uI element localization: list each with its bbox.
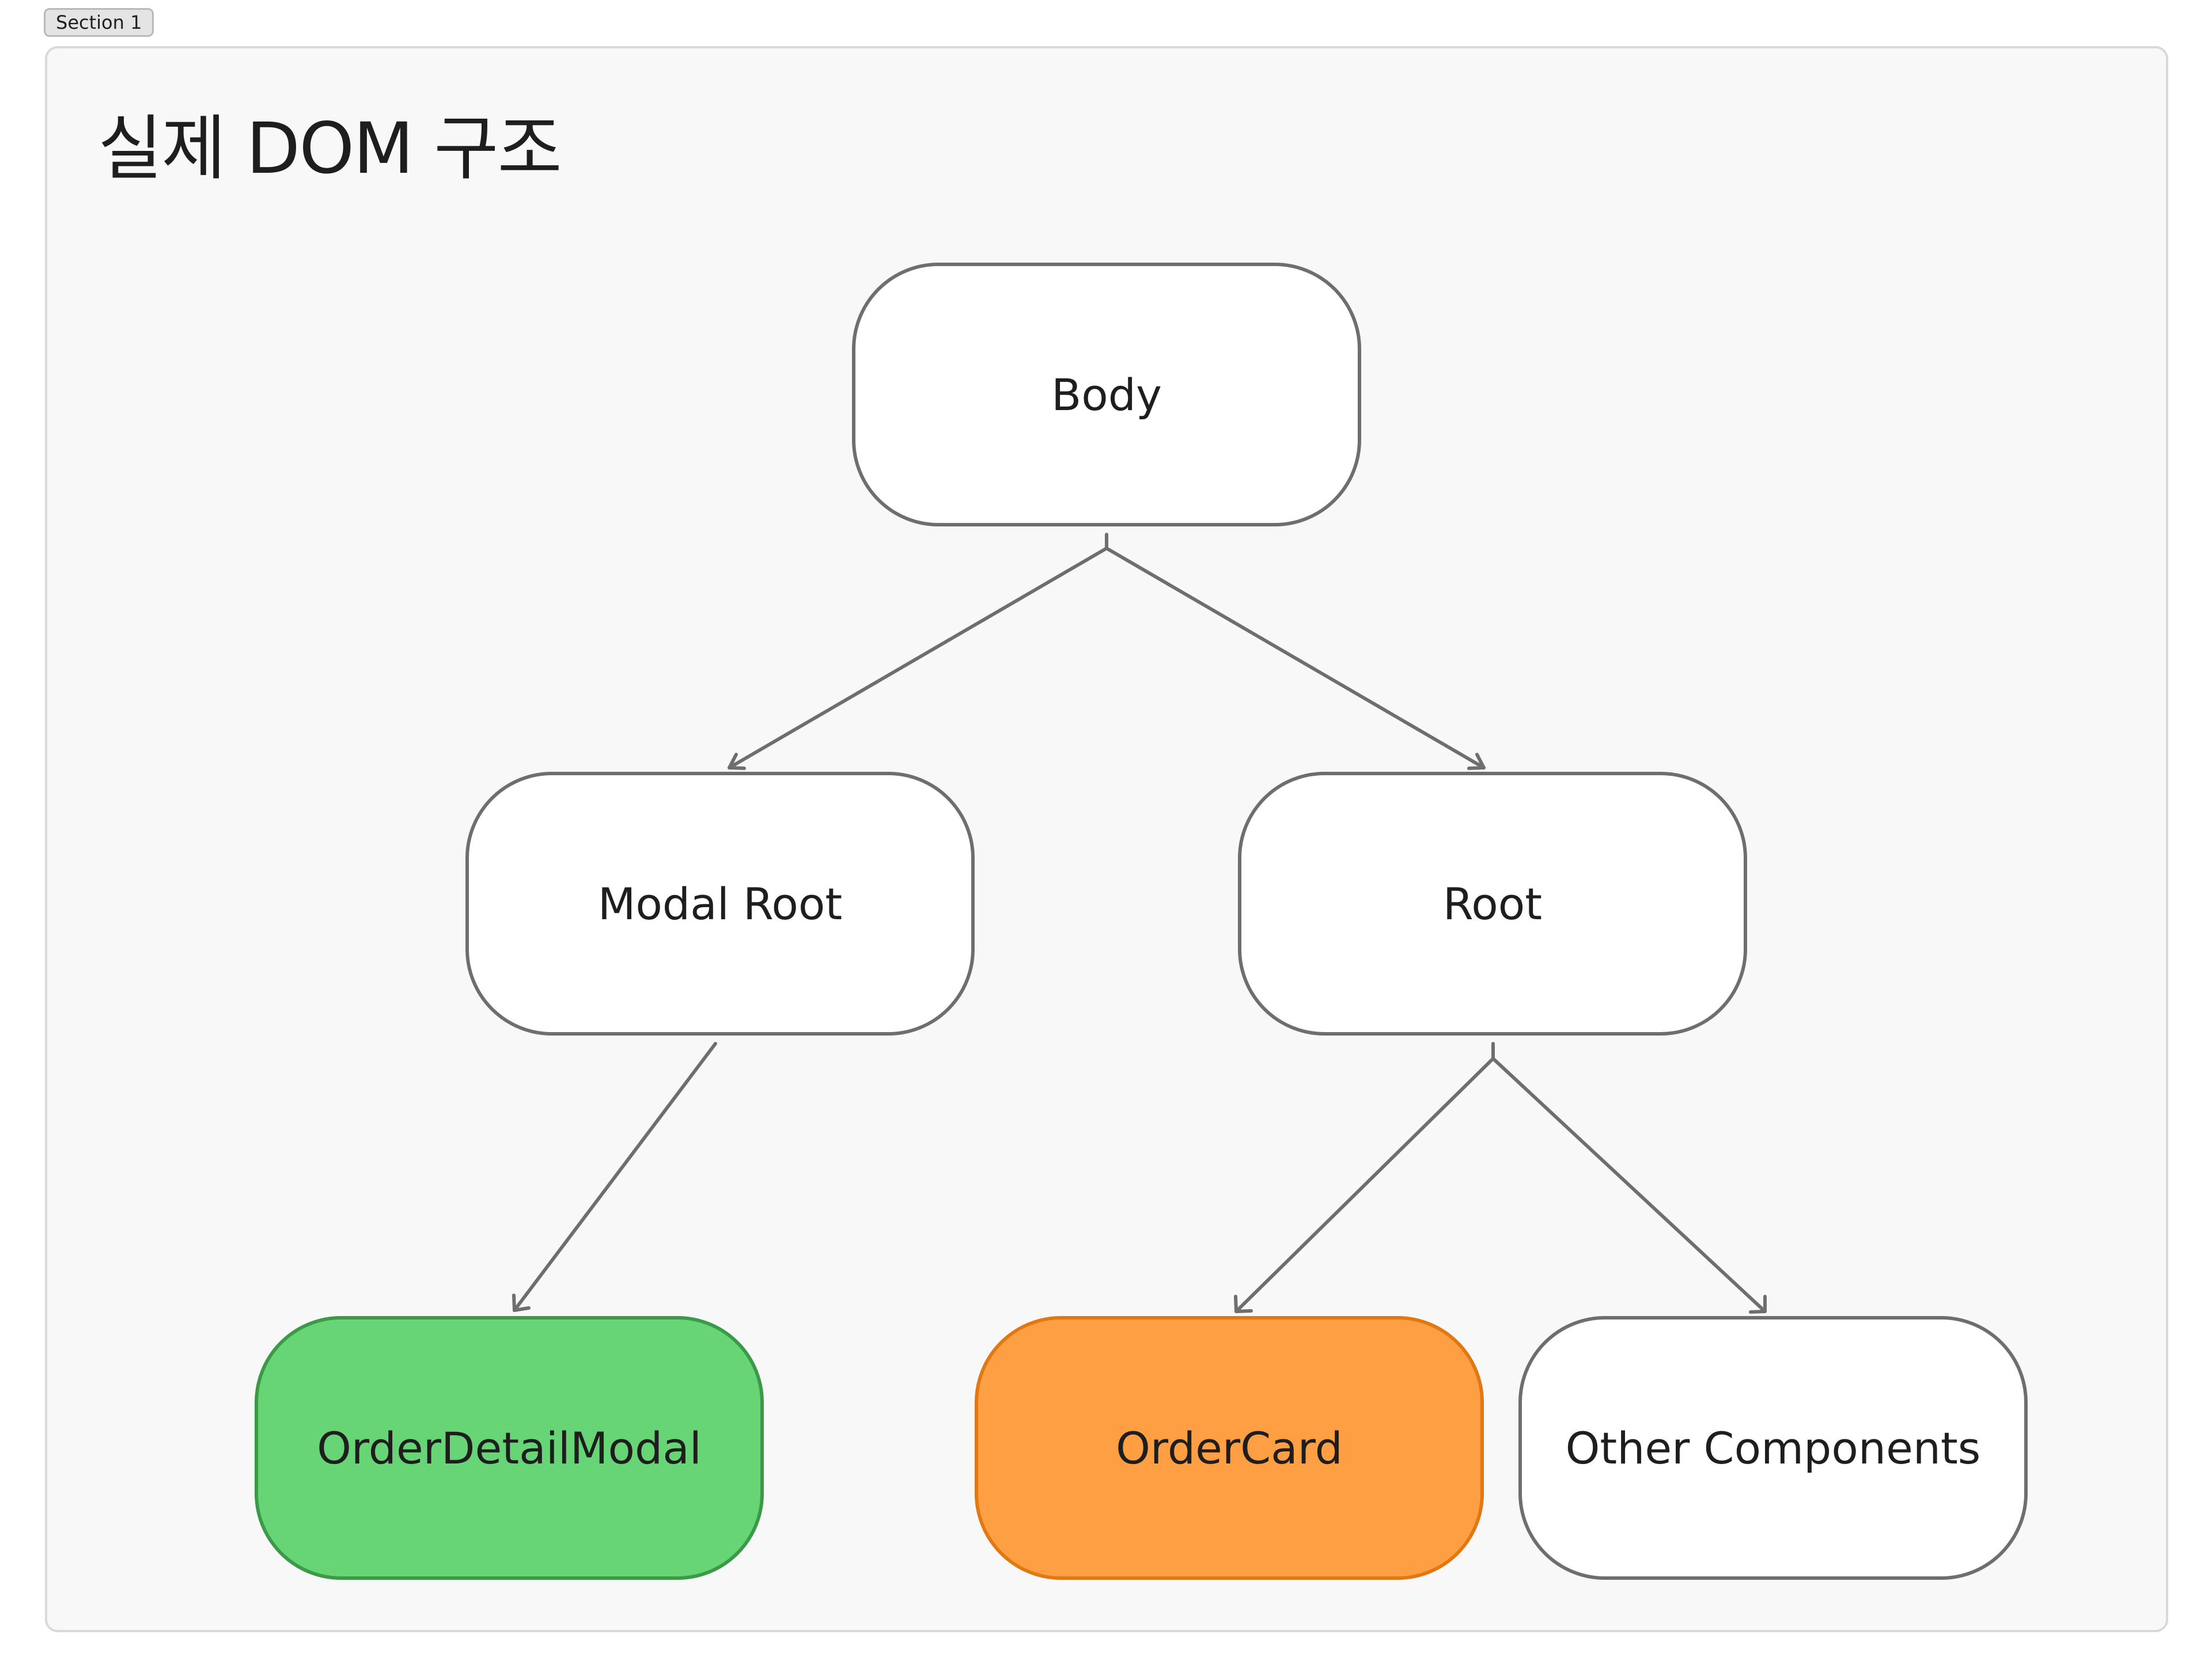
node-body[interactable]: Body [852,263,1361,526]
node-order-card[interactable]: OrderCard [975,1316,1484,1580]
node-other-components[interactable]: Other Components [1518,1316,2028,1580]
section-tab[interactable]: Section 1 [44,8,154,37]
node-order-detail-modal[interactable]: OrderDetailModal [255,1316,764,1580]
diagram-title: 실제 DOM 구조 [98,108,562,189]
node-root[interactable]: Root [1238,772,1747,1036]
node-modal-root[interactable]: Modal Root [465,772,975,1036]
